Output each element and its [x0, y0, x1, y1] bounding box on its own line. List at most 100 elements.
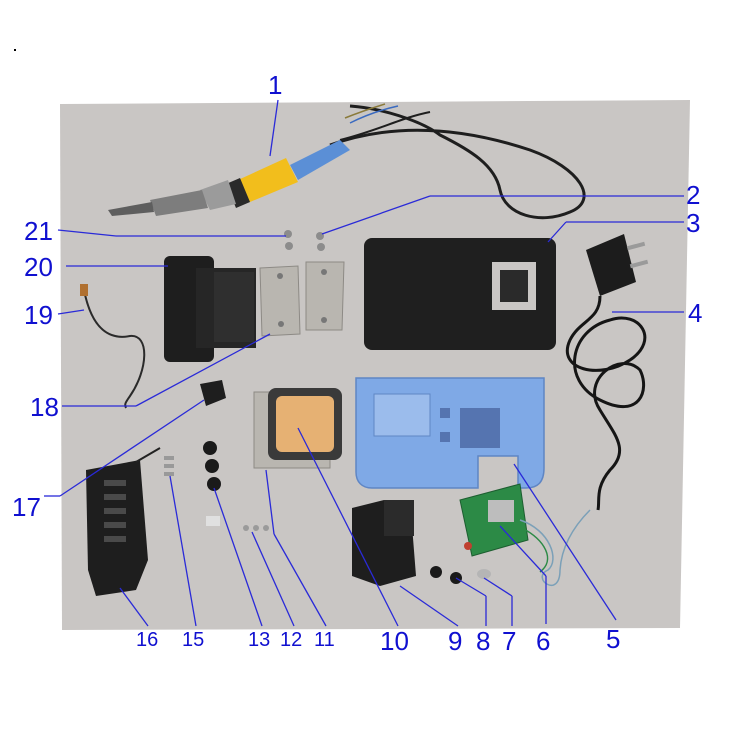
pcb-wire	[519, 509, 591, 587]
plate-hole	[277, 273, 283, 279]
power-plug-and-cord	[566, 234, 649, 511]
label-6: 6	[536, 626, 550, 656]
iron-wire-blue	[349, 105, 399, 124]
black-base-plate	[364, 238, 556, 350]
part-labels: 1 2 3 4 5 6 7 8 9 10 11 12 13 15 16 17 1…	[12, 70, 702, 656]
screw	[164, 456, 174, 460]
handle-blue-section	[290, 140, 350, 180]
label-19: 19	[24, 300, 53, 330]
soldering-iron	[108, 103, 586, 220]
parts-photo	[60, 100, 690, 630]
iron-cable	[329, 104, 586, 220]
leader-13	[213, 487, 263, 627]
label-4: 4	[688, 298, 702, 328]
screw	[164, 472, 174, 476]
leader-lines	[44, 99, 684, 627]
blue-housing-slot	[440, 408, 450, 418]
sponge	[276, 396, 334, 452]
leader-3b	[547, 221, 567, 243]
leader-18b	[135, 333, 271, 407]
sensor-wire	[80, 284, 146, 409]
bracket-pin	[135, 447, 161, 463]
bracket-fin	[104, 522, 126, 528]
plate-hole	[278, 321, 284, 327]
power-plug	[586, 234, 636, 296]
screw-12	[263, 525, 269, 531]
holder-face	[214, 272, 254, 342]
screw-12	[243, 525, 249, 531]
handle-collar	[226, 178, 250, 208]
white-clip	[206, 516, 220, 526]
plate-hole	[321, 317, 327, 323]
leader-5	[513, 463, 617, 621]
label-21: 21	[24, 216, 53, 246]
cover-face	[384, 500, 414, 536]
bracket-fin	[104, 480, 126, 486]
leader-7b	[483, 577, 513, 597]
label-2: 2	[686, 180, 700, 210]
iron-holder	[164, 256, 256, 362]
metal-plates	[259, 261, 345, 337]
metal-plate-left	[259, 265, 301, 337]
rubber-foot	[205, 459, 219, 473]
label-3: 3	[686, 208, 700, 238]
screws-group	[164, 456, 220, 526]
sponge-tray	[253, 388, 342, 469]
bracket-fin	[104, 494, 126, 500]
label-15: 15	[182, 629, 204, 651]
plug-pin	[626, 241, 646, 251]
leader-2b	[321, 195, 431, 235]
label-17: 17	[12, 492, 41, 522]
label-12: 12	[280, 629, 302, 651]
label-5: 5	[606, 624, 620, 654]
screw-21b	[285, 242, 293, 250]
screw-2b	[317, 243, 325, 251]
leader-8b	[455, 577, 487, 597]
screw-21	[284, 230, 292, 238]
sensor-wire-line	[83, 289, 146, 409]
leader-21a	[57, 229, 117, 237]
leader-15	[169, 475, 197, 627]
leader-17b	[59, 399, 205, 497]
blue-stand-housing	[355, 377, 545, 489]
leader-19	[57, 309, 85, 315]
screw	[164, 464, 174, 468]
rubber-foot	[207, 477, 221, 491]
heater-sleeve	[150, 190, 208, 216]
label-9: 9	[448, 626, 462, 656]
leader-12	[251, 531, 295, 627]
part-7	[477, 569, 491, 579]
pcb-component	[464, 542, 472, 550]
label-16: 16	[136, 629, 158, 651]
iron-wire-yellow	[344, 103, 386, 119]
handle-nut	[200, 180, 236, 210]
bracket-fin	[104, 508, 126, 514]
bracket-fin	[104, 536, 126, 542]
plug-pin	[629, 259, 649, 269]
handle-yellow-grip	[238, 158, 298, 202]
leader-1	[269, 99, 279, 157]
sensor-wire-end	[80, 284, 88, 296]
rubber-foot-8	[430, 566, 442, 578]
label-7: 7	[502, 626, 516, 656]
blue-housing-slot	[440, 432, 450, 442]
black-cover	[352, 500, 416, 586]
label-1: 1	[268, 70, 282, 100]
label-11: 11	[314, 629, 335, 651]
rubber-foot	[203, 441, 217, 455]
label-13: 13	[248, 629, 270, 651]
leader-10	[297, 427, 399, 627]
power-cord	[566, 295, 647, 511]
pcb-display	[488, 500, 514, 522]
leader-9	[399, 585, 459, 627]
iron-cable-b	[339, 111, 431, 141]
leader-6b	[499, 525, 547, 577]
label-10: 10	[380, 626, 409, 656]
base-plate-window-inner	[500, 270, 528, 302]
leader-16	[119, 587, 149, 627]
label-18: 18	[30, 392, 59, 422]
label-8: 8	[476, 626, 490, 656]
pcb-wire-green	[521, 527, 549, 573]
label-20: 20	[24, 252, 53, 282]
